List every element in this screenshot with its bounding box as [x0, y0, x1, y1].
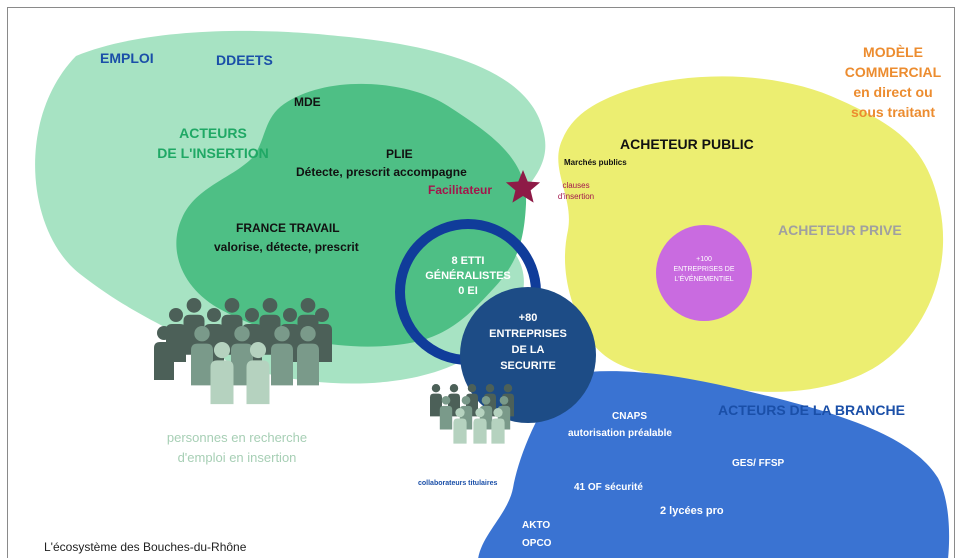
plie-label: PLIE [386, 147, 413, 161]
opco-label: OPCO [522, 538, 552, 549]
person-body [246, 360, 270, 405]
person-body [154, 342, 174, 380]
person-icon [186, 298, 202, 313]
evenementiel-label: +100 ENTREPRISES DE L'ÉVÉNEMENTIEL [654, 255, 754, 285]
acteurs-line: ACTEURS [179, 125, 247, 141]
person-icon [467, 384, 477, 393]
sous-traitant-line: sous traitant [850, 104, 935, 120]
person-body [491, 418, 505, 444]
commercial-zone-blob [558, 76, 944, 392]
evenementiel-circle [656, 225, 752, 321]
person-icon [213, 342, 231, 359]
person-icon [485, 384, 495, 393]
person-icon [455, 408, 465, 418]
person-icon [157, 326, 171, 340]
securite-line-2: DE LA [511, 344, 545, 356]
commercial-line: COMMERCIAL [844, 64, 942, 80]
insertion-clause-line: d'insertion [557, 192, 595, 201]
person-body [210, 360, 234, 405]
acteurs-branche-label: ACTEURS DE LA BRANCHE [718, 402, 905, 418]
facilitateur-star-icon [505, 170, 541, 203]
person-icon [481, 396, 491, 405]
person-body [473, 418, 487, 444]
ecosystem-diagram: EMPLOI DDEETS MODÈLE COMMERCIAL en direc… [7, 7, 955, 558]
evenementiel-line-1: ENTREPRISES DE [673, 266, 735, 273]
etti-type: GÉNÉRALISTES [425, 270, 511, 282]
collaborateurs-label: collaborateurs titulaires [418, 480, 498, 487]
acteurs-insertion-label: ACTEURS DE L'INSERTION [148, 123, 278, 163]
acheteur-public-label: ACHETEUR PUBLIC [620, 136, 754, 152]
france-travail-role-label: valorise, détecte, prescrit [214, 240, 359, 254]
ei-count: 0 EI [458, 285, 478, 297]
person-body [439, 405, 453, 430]
clauses-line: clauses [562, 181, 590, 190]
marches-publics-label: Marchés publics [564, 158, 627, 167]
person-icon [493, 408, 503, 418]
cnaps-label: CNAPS [612, 411, 648, 422]
employees-people-icon [430, 384, 514, 444]
securite-count: +80 [518, 312, 538, 324]
person-icon [274, 326, 290, 342]
emploi-label: EMPLOI [100, 50, 154, 66]
securite-label: +80 ENTREPRISES DE LA SECURITE [468, 310, 588, 374]
france-travail-label: FRANCE TRAVAIL [236, 221, 340, 235]
etti-count: 8 ETTI [451, 255, 485, 267]
clauses-insertion-label: clauses d'insertion [546, 180, 606, 202]
job-seekers-people-icon [154, 298, 332, 405]
person-icon [300, 326, 316, 342]
person-icon [249, 342, 267, 359]
person-body [191, 343, 213, 386]
securite-line-3: SECURITE [500, 360, 556, 372]
person-icon [169, 308, 183, 322]
personnes-line-2: d'emploi en insertion [177, 450, 297, 465]
evenementiel-line-2: L'ÉVÉNEMENTIEL [674, 276, 734, 283]
person-icon [475, 408, 485, 418]
branche-zone-blob [478, 371, 950, 558]
person-body [430, 393, 442, 417]
diagram-shapes [35, 30, 950, 558]
person-icon [194, 326, 210, 342]
person-icon [315, 308, 329, 322]
person-icon [234, 326, 250, 342]
person-icon [283, 308, 297, 322]
lycees-label: 2 lycées pro [660, 505, 724, 517]
modele-commercial-label: MODÈLE COMMERCIAL en direct ou sous trai… [840, 42, 946, 122]
modele-line: MODÈLE [863, 44, 923, 60]
caption: L'écosystème des Bouches-du-Rhône [44, 540, 247, 554]
person-icon [431, 384, 441, 393]
acheteur-prive-label: ACHETEUR PRIVE [778, 222, 902, 238]
person-icon [461, 396, 471, 405]
person-icon [262, 298, 278, 313]
facilitateur-label: Facilitateur [428, 183, 493, 197]
person-icon [499, 396, 509, 405]
person-body [453, 418, 467, 444]
of-securite-label: 41 OF sécurité [574, 482, 643, 493]
insertion-line: DE L'INSERTION [157, 145, 269, 161]
person-icon [224, 298, 240, 313]
insertion-zone-blob [176, 83, 527, 347]
person-icon [300, 298, 316, 313]
person-body [297, 343, 319, 386]
autorisation-label: autorisation préalable [568, 428, 672, 439]
akto-label: AKTO [522, 520, 551, 531]
person-icon [207, 308, 221, 322]
person-icon [449, 384, 459, 393]
plie-role-label: Détecte, prescrit accompagne [296, 165, 467, 179]
mde-label: MDE [294, 95, 321, 109]
ddeets-label: DDEETS [216, 52, 273, 68]
etti-label: 8 ETTI GÉNÉRALISTES 0 EI [406, 254, 530, 299]
ges-ffsp-label: GES/ FFSP [732, 458, 785, 469]
person-icon [503, 384, 513, 393]
evenementiel-count: +100 [696, 256, 712, 263]
person-body [271, 343, 293, 386]
personnes-line-1: personnes en recherche [166, 430, 308, 445]
en-direct-line: en direct ou [853, 84, 933, 100]
person-icon [245, 308, 259, 322]
securite-line-1: ENTREPRISES [489, 328, 567, 340]
personnes-label: personnes en recherche d'emploi en inser… [132, 428, 342, 468]
person-icon [441, 396, 451, 405]
